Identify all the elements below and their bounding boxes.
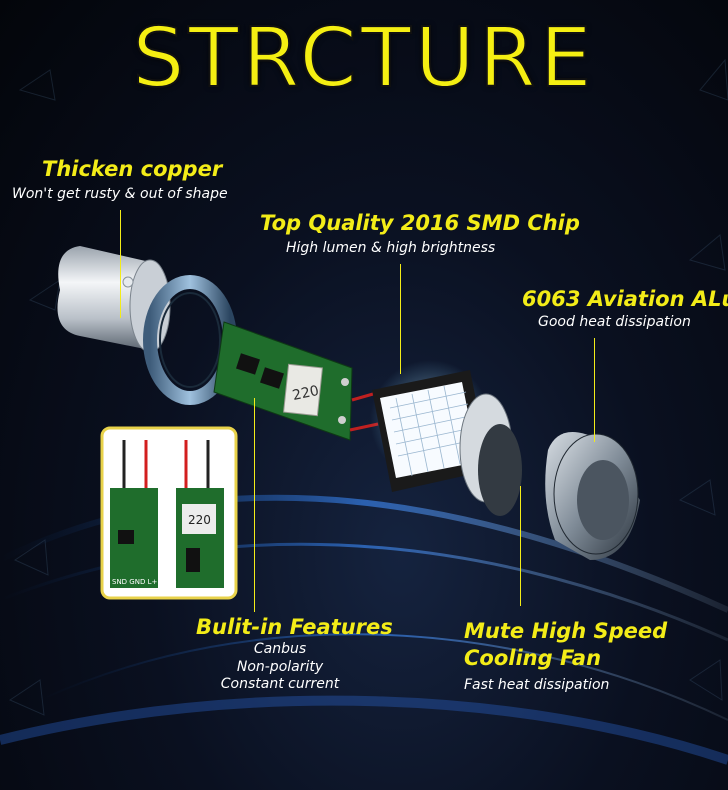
aluminum-housing bbox=[545, 432, 640, 560]
features-callout-line bbox=[254, 398, 255, 612]
feature-item: Constant current bbox=[220, 676, 340, 692]
feature-item: Non-polarity bbox=[236, 658, 324, 675]
fan-callout-title-line2: Cooling Fan bbox=[464, 646, 602, 670]
alu-callout-line bbox=[594, 338, 595, 442]
chip-callout-line bbox=[400, 264, 401, 374]
fan-callout-line bbox=[520, 486, 521, 606]
page-title: STRCTURE bbox=[131, 11, 596, 106]
alu-callout-title: 6063 Aviation ALu. bbox=[522, 287, 728, 311]
inset-pin-labels: SND GND L+ H+ bbox=[112, 578, 171, 586]
copper-callout-title: Thicken copper bbox=[42, 157, 223, 181]
chip-callout-title: Top Quality 2016 SMD Chip bbox=[260, 211, 580, 235]
fan-callout-title-line1: Mute High Speed bbox=[464, 619, 668, 643]
inset-resistor-label: 220 bbox=[188, 513, 211, 527]
board-resistor-label: 220 bbox=[291, 383, 320, 404]
copper-callout-desc: Won't get rusty & out of shape bbox=[12, 186, 228, 202]
alu-callout-desc: Good heat dissipation bbox=[538, 314, 691, 330]
chip-callout-desc: High lumen & high brightness bbox=[286, 240, 496, 256]
features-list: Canbus Non-polarity Constant current bbox=[196, 641, 364, 694]
copper-callout-line bbox=[120, 210, 121, 318]
background-triangle-pattern bbox=[8, 58, 728, 716]
led-chip-head bbox=[370, 360, 522, 516]
feature-item: Canbus bbox=[253, 641, 307, 657]
driver-board-inset: 220 SND GND L+ H+ bbox=[100, 426, 238, 600]
features-callout-title: Bulit-in Features bbox=[196, 615, 393, 639]
fan-callout-desc: Fast heat dissipation bbox=[464, 677, 610, 693]
driver-board: 220 bbox=[213, 321, 381, 441]
